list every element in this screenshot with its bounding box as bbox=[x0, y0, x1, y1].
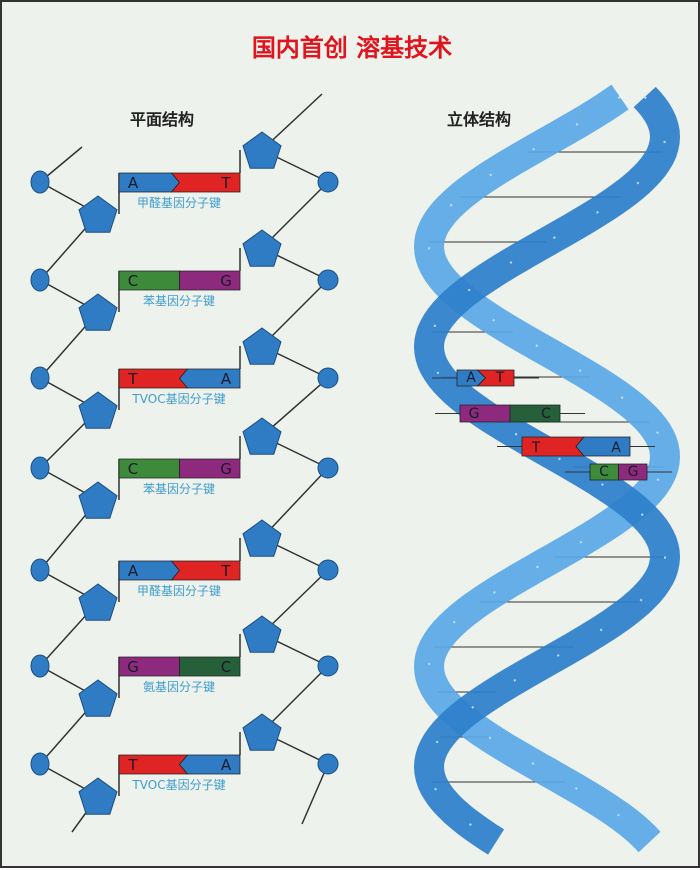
backbone-bond bbox=[261, 279, 329, 347]
base-letter: A bbox=[611, 440, 621, 456]
base-letter: A bbox=[466, 370, 476, 386]
bond-label: TVOC基因分子键 bbox=[131, 392, 225, 406]
sugar-pentagon bbox=[78, 679, 118, 717]
bond-label: 甲醛基因分子键 bbox=[137, 583, 221, 598]
base-letter: G bbox=[220, 272, 232, 290]
backbone-bond bbox=[301, 763, 329, 825]
base-letter: T bbox=[220, 562, 231, 580]
base-letter: T bbox=[220, 174, 231, 192]
phosphate-circle bbox=[317, 457, 339, 479]
backbone-bond bbox=[261, 181, 329, 249]
base-letter: G bbox=[220, 460, 232, 478]
sugar-pentagon bbox=[78, 293, 118, 331]
base-letter: C bbox=[128, 272, 138, 290]
backbone-bond bbox=[261, 569, 329, 635]
helix-strand bbox=[413, 86, 681, 855]
phosphate-circle bbox=[317, 171, 339, 193]
base-G bbox=[179, 270, 241, 291]
sugar-pentagon bbox=[78, 391, 118, 429]
bond-label: 甲醛基因分子键 bbox=[137, 195, 221, 210]
phosphate-circle bbox=[317, 269, 339, 291]
phosphate-circle bbox=[30, 170, 50, 194]
base-T bbox=[476, 369, 515, 387]
bond-label: 苯基因分子键 bbox=[143, 482, 215, 496]
base-letter: A bbox=[128, 562, 139, 580]
sugar-pentagon bbox=[242, 229, 282, 267]
phosphate-circle bbox=[317, 753, 339, 775]
base-T bbox=[170, 560, 241, 581]
sugar-pentagon bbox=[78, 777, 118, 815]
phosphate-circle bbox=[317, 559, 339, 581]
sugar-pentagon bbox=[242, 417, 282, 455]
sugar-pentagon bbox=[78, 481, 118, 519]
sugar-pentagon bbox=[242, 131, 282, 169]
base-G bbox=[179, 458, 241, 479]
sugar-pentagon bbox=[242, 519, 282, 557]
base-letter: T bbox=[127, 756, 138, 774]
phosphate-circle bbox=[317, 655, 339, 677]
sugar-pentagon bbox=[78, 583, 118, 621]
base-letter: A bbox=[221, 370, 232, 388]
sugar-pentagon bbox=[242, 327, 282, 365]
base-C bbox=[509, 404, 561, 423]
base-letter: C bbox=[221, 658, 231, 676]
bond-label: 苯基因分子键 bbox=[143, 294, 215, 308]
base-A bbox=[178, 754, 241, 775]
base-letter: C bbox=[128, 460, 138, 478]
phosphate-circle bbox=[30, 456, 50, 480]
base-C bbox=[179, 656, 241, 677]
bond-label: 氨基因分子键 bbox=[143, 680, 215, 694]
sugar-pentagon bbox=[242, 713, 282, 751]
base-letter: A bbox=[128, 174, 139, 192]
sugar-pentagon bbox=[78, 195, 118, 233]
3d-structure-heading: 立体结构 bbox=[447, 110, 512, 129]
phosphate-circle bbox=[30, 366, 50, 390]
base-letter: C bbox=[599, 464, 609, 480]
base-letter: A bbox=[221, 756, 232, 774]
phosphate-circle bbox=[317, 367, 339, 389]
base-A bbox=[575, 436, 631, 457]
base-letter: C bbox=[541, 406, 551, 422]
phosphate-circle bbox=[30, 268, 50, 292]
base-letter: T bbox=[127, 370, 138, 388]
base-letter: G bbox=[628, 464, 639, 480]
backbone-bond bbox=[261, 665, 329, 733]
phosphate-circle bbox=[30, 558, 50, 582]
bond-label: TVOC基因分子键 bbox=[131, 778, 225, 792]
base-T bbox=[170, 172, 241, 193]
base-letter: G bbox=[127, 658, 139, 676]
title: 国内首创 溶基技术 bbox=[251, 34, 453, 62]
flat-structure-heading: 平面结构 bbox=[130, 110, 195, 129]
base-A bbox=[178, 368, 241, 389]
phosphate-circle bbox=[30, 654, 50, 678]
base-letter: T bbox=[531, 440, 541, 456]
base-G bbox=[459, 404, 511, 423]
sugar-pentagon bbox=[242, 615, 282, 653]
base-letter: T bbox=[495, 370, 505, 386]
phosphate-circle bbox=[30, 752, 50, 776]
base-letter: G bbox=[469, 406, 480, 422]
backbone-bond bbox=[261, 467, 329, 539]
base-G bbox=[618, 463, 648, 481]
